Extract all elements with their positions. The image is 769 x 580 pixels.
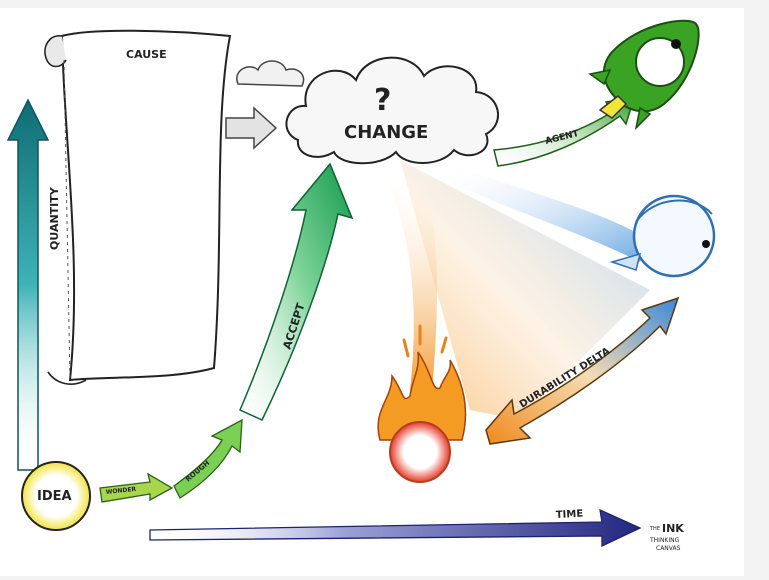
fireball-icon [377, 324, 467, 483]
quantity-arrow: QUANTITY [6, 98, 61, 471]
change-label: CHANGE [344, 122, 428, 143]
stage-1-label: WONDER [105, 486, 136, 496]
cause-to-change-arrow [225, 106, 278, 150]
fall-trail [380, 168, 437, 390]
logo-the: THE [649, 526, 660, 532]
logo-thinking: THINKING [649, 537, 680, 544]
time-arrow: TIME [149, 509, 642, 548]
change-cloud: ? CHANGE [285, 56, 499, 165]
logo-ink: INK [662, 522, 684, 535]
quantity-label: QUANTITY [48, 186, 61, 250]
thinking-canvas-logo: THE INK THINKING CANVAS [649, 522, 684, 552]
cause-label: CAUSE [126, 48, 167, 61]
logo-canvas: CANVAS [656, 545, 681, 552]
accept-arrow: ACCEPT [239, 162, 354, 421]
rocket-icon [588, 19, 700, 131]
small-cloud [236, 60, 305, 87]
idea-label: IDEA [37, 489, 72, 504]
outcome-fan [400, 160, 650, 420]
blue-sphere-icon [609, 194, 716, 278]
idea-circle: IDEA [21, 461, 91, 531]
blue-trail [440, 164, 650, 262]
cause-scroll: CAUSE [44, 29, 232, 385]
time-label: TIME [556, 509, 584, 521]
question-mark: ? [374, 83, 391, 118]
